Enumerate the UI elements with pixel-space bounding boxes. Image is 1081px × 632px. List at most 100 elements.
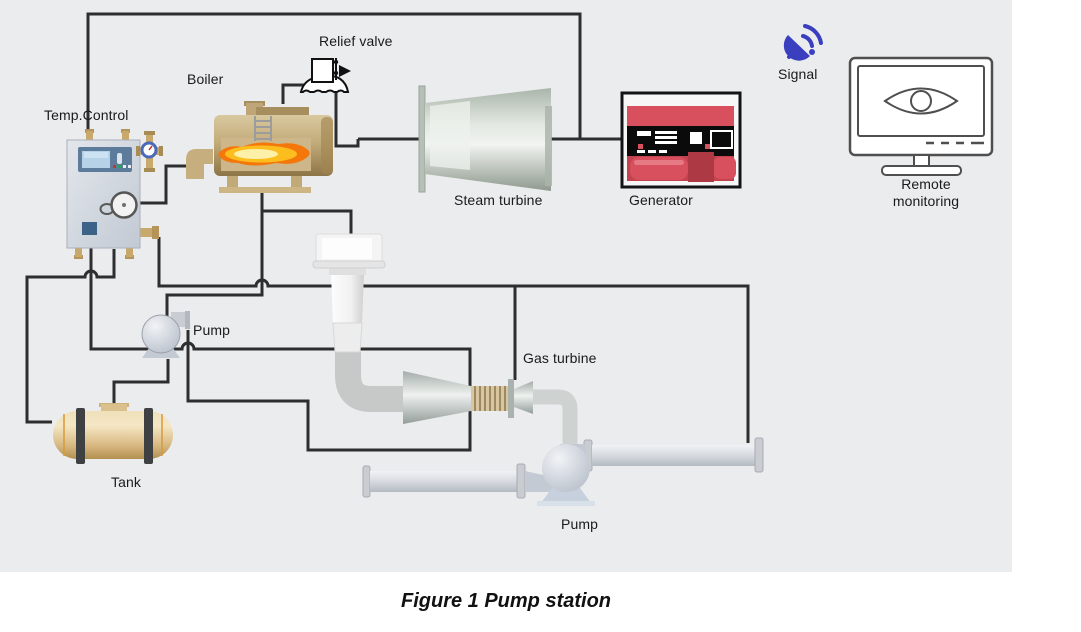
- relief-valve: [299, 58, 351, 93]
- signal-dish-feed: [809, 49, 815, 55]
- monitor-neck: [913, 154, 930, 167]
- turbine-inlet-plate: [418, 85, 426, 193]
- left-pipe-flange: [516, 463, 526, 499]
- panel-top-nozzle: [86, 131, 93, 141]
- turbine-highlight: [430, 101, 470, 170]
- generator-top: [627, 106, 734, 127]
- line-control-to-burner: [131, 164, 187, 205]
- panel-bottom-nozzle: [75, 247, 82, 257]
- generator-mid-block: [688, 152, 714, 182]
- left-pipe-end-flange: [362, 465, 371, 498]
- indicator-white2: [128, 165, 131, 168]
- line-boiler-to-steam-turbine: [281, 83, 360, 148]
- burner-elbow: [186, 149, 213, 179]
- stack-body: [331, 274, 364, 323]
- stack-elbow-pipe: [335, 352, 404, 412]
- flame-core: [234, 149, 278, 159]
- valve-cap-bottom: [144, 168, 155, 172]
- tank-strap-right: [144, 408, 153, 464]
- relief-valve-box: [311, 58, 334, 83]
- diagram-canvas: [25, 12, 994, 506]
- tank-strap-left: [76, 408, 85, 464]
- line-control-to-pump-outlet: [89, 236, 472, 452]
- piping-lines: [25, 12, 750, 452]
- boiler-unit: [186, 101, 333, 193]
- label-signal: Signal: [778, 66, 818, 82]
- display-pill-button: [117, 153, 122, 164]
- line-boiler-to-upper-pump: [165, 192, 264, 318]
- boiler-leg-left: [227, 174, 238, 188]
- gauge-valve: [136, 131, 163, 172]
- generator-unit: [620, 91, 742, 189]
- label-relief-valve: Relief valve: [319, 33, 393, 49]
- eye-icon: [883, 87, 959, 115]
- relief-valve-knob2: [333, 70, 339, 76]
- indicator-green: [118, 165, 121, 168]
- panel-right-nozzle-tip: [152, 226, 159, 239]
- signal-wave-outer: [803, 24, 823, 45]
- gas-turbine: [403, 371, 578, 447]
- gas-turbine-exit-cone: [514, 381, 533, 414]
- steam-turbine: [418, 85, 552, 193]
- label-generator: Generator: [629, 192, 693, 208]
- monitor-base: [881, 165, 962, 176]
- lower-pump-assembly: [362, 437, 764, 506]
- fuel-tank: [53, 403, 173, 464]
- line-control-to-lower-pump: [157, 237, 750, 443]
- label-tank: Tank: [111, 474, 141, 490]
- boiler-right-cap: [321, 117, 333, 174]
- figure-caption: Figure 1 Pump station: [400, 590, 612, 612]
- combustor-ribs: [474, 386, 506, 411]
- boiler-top-box: [256, 107, 309, 117]
- gas-turbine-outlet-pipe: [533, 389, 578, 447]
- exhaust-stack: [312, 233, 404, 412]
- stack-neck: [329, 266, 366, 275]
- line-tank-to-upper-pump: [112, 359, 170, 406]
- relief-valve-knob1: [333, 59, 339, 65]
- label-steam-turbine: Steam turbine: [454, 192, 543, 208]
- label-remote-line1: Remote: [901, 176, 951, 192]
- panel-top-nozzle2: [122, 131, 129, 141]
- gas-turbine-cone: [403, 371, 471, 424]
- signal-icon: [783, 24, 823, 61]
- label-pump-lower: Pump: [561, 516, 598, 532]
- upper-pump-assembly: [141, 311, 190, 358]
- signal-wave-inner: [801, 34, 814, 48]
- label-remote-monitoring: Remote monitoring: [876, 176, 976, 210]
- upper-pump-body: [141, 314, 181, 354]
- valve-cap-right: [159, 146, 163, 156]
- panel-blue-port: [82, 222, 97, 235]
- indicator-red: [113, 165, 116, 168]
- valve-cap-top: [144, 131, 155, 135]
- panel-bottom-nozzle2: [126, 247, 133, 257]
- label-temp-control: Temp.Control: [44, 107, 129, 123]
- valve-cap-left: [136, 146, 140, 156]
- upper-pump-outlet-flange: [185, 311, 190, 329]
- label-pump-upper: Pump: [193, 322, 230, 338]
- monitor-screen: [857, 65, 985, 137]
- generator-right-display: [690, 130, 733, 149]
- turbine-outlet-plate: [545, 106, 552, 186]
- display-glare: [84, 152, 108, 158]
- stack-cap-lip: [312, 260, 386, 269]
- lower-pump-base: [541, 488, 591, 503]
- monitor: [848, 56, 994, 176]
- right-pipe: [592, 445, 756, 466]
- label-remote-line2: monitoring: [892, 193, 960, 209]
- eye-iris: [910, 90, 932, 112]
- signal-dish-stand: [787, 48, 798, 59]
- indicator-white1: [123, 165, 126, 168]
- line-boiler-to-stack: [262, 209, 353, 235]
- label-gas-turbine: Gas turbine: [523, 350, 597, 366]
- right-pipe-end-flange: [754, 437, 764, 473]
- stack-lower-segment: [332, 322, 363, 353]
- lower-pump-base-plate: [537, 501, 595, 506]
- lower-pump-body: [542, 444, 590, 492]
- generator-left-display: [637, 131, 677, 153]
- turbine-flange-bar: [508, 379, 514, 418]
- dial-center: [122, 203, 126, 207]
- gauge-needle: [148, 145, 153, 151]
- boiler-base: [219, 187, 311, 193]
- stack-cap-face: [322, 238, 372, 259]
